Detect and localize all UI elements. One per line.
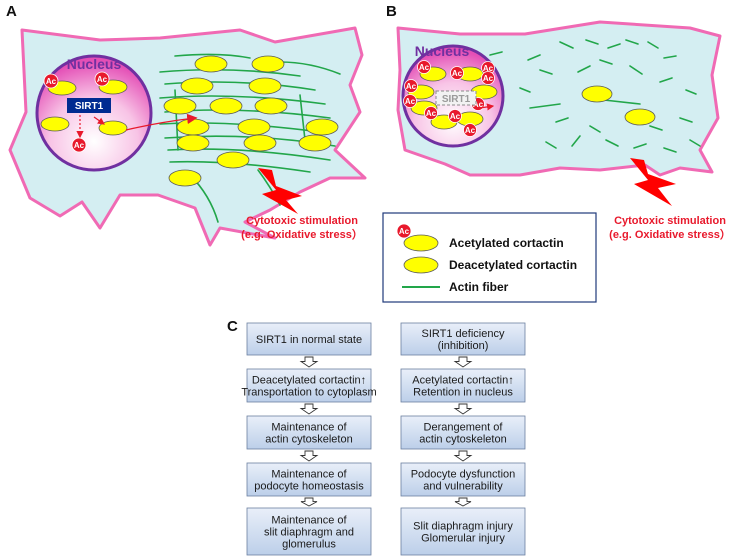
flow-down-arrow <box>299 356 319 368</box>
stimulus-b-line1: Cytotoxic stimulation <box>614 215 726 227</box>
flow-text: Deacetylated cortactin↑ <box>252 375 366 387</box>
flow-text: Podocyte dysfunction <box>411 469 516 481</box>
panel-c-letter: C <box>227 318 238 335</box>
flow-text: Maintenance of <box>271 515 347 527</box>
svg-text:Ac: Ac <box>419 63 430 72</box>
flow-down-arrow <box>453 450 473 462</box>
nucleus-b-label: Nucleus <box>415 43 470 59</box>
flow-down-arrow <box>453 356 473 368</box>
svg-text:Ac: Ac <box>46 77 57 86</box>
sirt1-label-b: SIRT1 <box>442 94 471 105</box>
flow-column-deficiency: SIRT1 deficiency(inhibition) Acetylated c… <box>400 322 526 556</box>
svg-text:Ac: Ac <box>74 141 85 150</box>
flow-text: and vulnerability <box>423 481 503 493</box>
flow-down-arrow <box>299 450 319 462</box>
cortactins-cytoplasm-a <box>163 55 339 187</box>
flow-text: Maintenance of <box>271 422 347 434</box>
flow-down-arrow <box>454 497 472 507</box>
flow-text: actin cytoskeleton <box>419 434 506 446</box>
transport-arrow-a <box>125 113 198 131</box>
legend-deacetylated: Deacetylated cortactin <box>403 256 577 274</box>
stimulus-a-line2: (e.g. Oxidative stress） <box>241 228 363 241</box>
lightning-b <box>630 158 676 206</box>
acetyl-group-a3: Ac <box>71 137 87 153</box>
svg-text:Ac: Ac <box>452 69 463 78</box>
flow-text: SIRT1 in normal state <box>256 334 362 346</box>
flow-text: Slit diaphragm injury <box>413 521 513 533</box>
svg-text:Ac: Ac <box>450 112 461 121</box>
svg-text:Ac: Ac <box>483 74 494 83</box>
svg-text:Ac: Ac <box>426 109 437 118</box>
flow-text: SIRT1 deficiency <box>422 328 505 340</box>
legend-actin-label: Actin fiber <box>449 280 509 294</box>
svg-text:Ac: Ac <box>405 97 416 106</box>
sirt1-box-a <box>67 98 111 113</box>
panel-b-letter: B <box>386 3 397 20</box>
cortactins-cytoplasm-b <box>581 85 656 126</box>
legend: Ac Acetylated cortactin Deacetylated cor… <box>382 212 597 303</box>
panel-b: B <box>386 3 731 241</box>
legend-acetylated: Ac Acetylated cortactin <box>396 223 564 252</box>
flow-box-normal-2: Deacetylated cortactin↑Transportation to… <box>241 368 377 403</box>
legend-actin: Actin fiber <box>402 280 509 294</box>
flow-down-arrow <box>453 403 473 415</box>
svg-text:Ac: Ac <box>483 64 494 73</box>
svg-text:Ac: Ac <box>406 82 417 91</box>
svg-text:Ac: Ac <box>97 75 108 84</box>
flow-text: podocyte homeostasis <box>254 481 364 493</box>
stimulus-b-line2: (e.g. Oxidative stress） <box>609 228 731 241</box>
flow-text: (inhibition) <box>438 340 489 352</box>
flow-text: glomerulus <box>282 539 336 551</box>
flow-text: Maintenance of <box>271 469 347 481</box>
panel-a: A <box>6 3 367 247</box>
flow-box-deficiency-1: SIRT1 deficiency(inhibition) <box>400 322 526 356</box>
acetyl-group-a2: Ac <box>94 71 110 87</box>
flow-text: Transportation to cytoplasm <box>241 387 376 399</box>
flow-text: slit diaphragm and <box>264 527 354 539</box>
flow-text: Derangement of <box>424 422 504 434</box>
flow-box-deficiency-2: Acetylated cortactin↑Retention in nucleu… <box>400 368 526 403</box>
svg-text:Ac: Ac <box>465 126 476 135</box>
sirt1-arrow-a <box>93 116 105 125</box>
panel-a-letter: A <box>6 3 17 20</box>
legend-deacetylated-label: Deacetylated cortactin <box>449 258 577 272</box>
legend-acetylated-label: Acetylated cortactin <box>449 236 564 250</box>
sirt1-box-b <box>435 90 477 106</box>
flow-down-arrow <box>299 403 319 415</box>
flow-box-normal-1: SIRT1 in normal state <box>246 322 372 356</box>
flow-text: actin cytoskeleton <box>265 434 352 446</box>
svg-text:Ac: Ac <box>473 100 484 109</box>
stimulus-a-line1: Cytotoxic stimulation <box>246 215 358 227</box>
flow-text: Acetylated cortactin↑ <box>412 375 514 387</box>
actin-fragments-b <box>489 39 701 153</box>
blocked-arrow-b <box>479 103 495 111</box>
svg-text:Ac: Ac <box>399 227 410 236</box>
lightning-a <box>258 168 302 214</box>
nucleus-a-label: Nucleus <box>67 56 122 72</box>
flow-text: Glomerular injury <box>421 533 505 545</box>
flow-text: Retention in nucleus <box>413 387 513 399</box>
flow-down-arrow <box>300 497 318 507</box>
sirt1-label-a: SIRT1 <box>75 101 104 112</box>
acetyl-group-a1: Ac <box>43 73 59 89</box>
